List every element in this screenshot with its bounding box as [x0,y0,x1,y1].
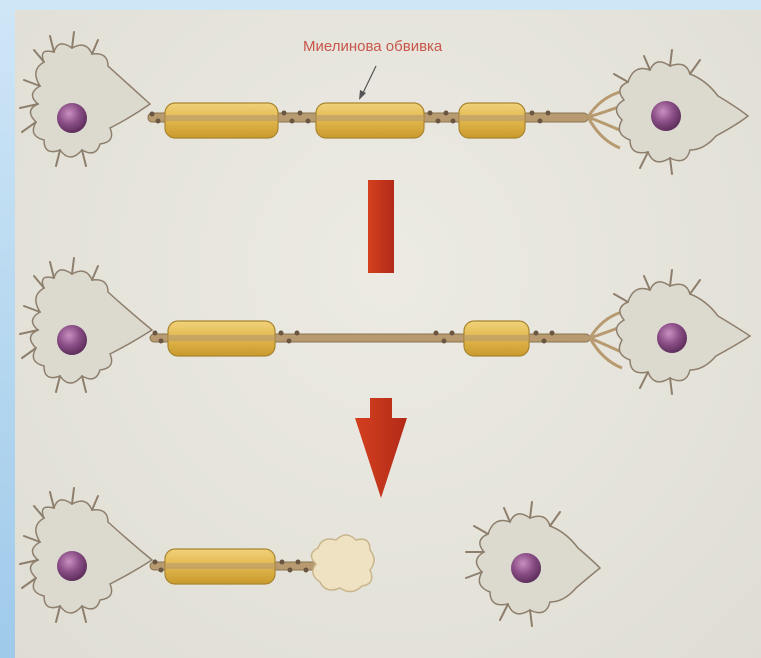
degenerated-axon-end [311,535,374,592]
nucleus-icon [651,101,681,131]
myelin-sheath-icon [165,103,525,138]
neuron-cell-left-1 [20,32,150,166]
myelin-sheath-icon [165,549,275,584]
arrow-down-icon [355,398,407,498]
neuron-row-degenerated [20,488,600,626]
neuron-cell-right-1 [614,50,748,174]
callout-pointer [362,66,376,95]
nucleus-icon [57,103,87,133]
neuron-cell-left-3 [20,488,152,622]
nucleus-icon [57,551,87,581]
neuron-row-demyelinated [20,258,750,394]
neuron-row-healthy [20,32,748,174]
neuron-cell-right-3 [466,502,600,626]
neuron-cell-left-2 [20,258,152,392]
arrow-down-icon [368,180,394,273]
nucleus-icon [511,553,541,583]
neuron-cell-right-2 [614,270,750,394]
nucleus-icon [57,325,87,355]
nucleus-icon [657,323,687,353]
